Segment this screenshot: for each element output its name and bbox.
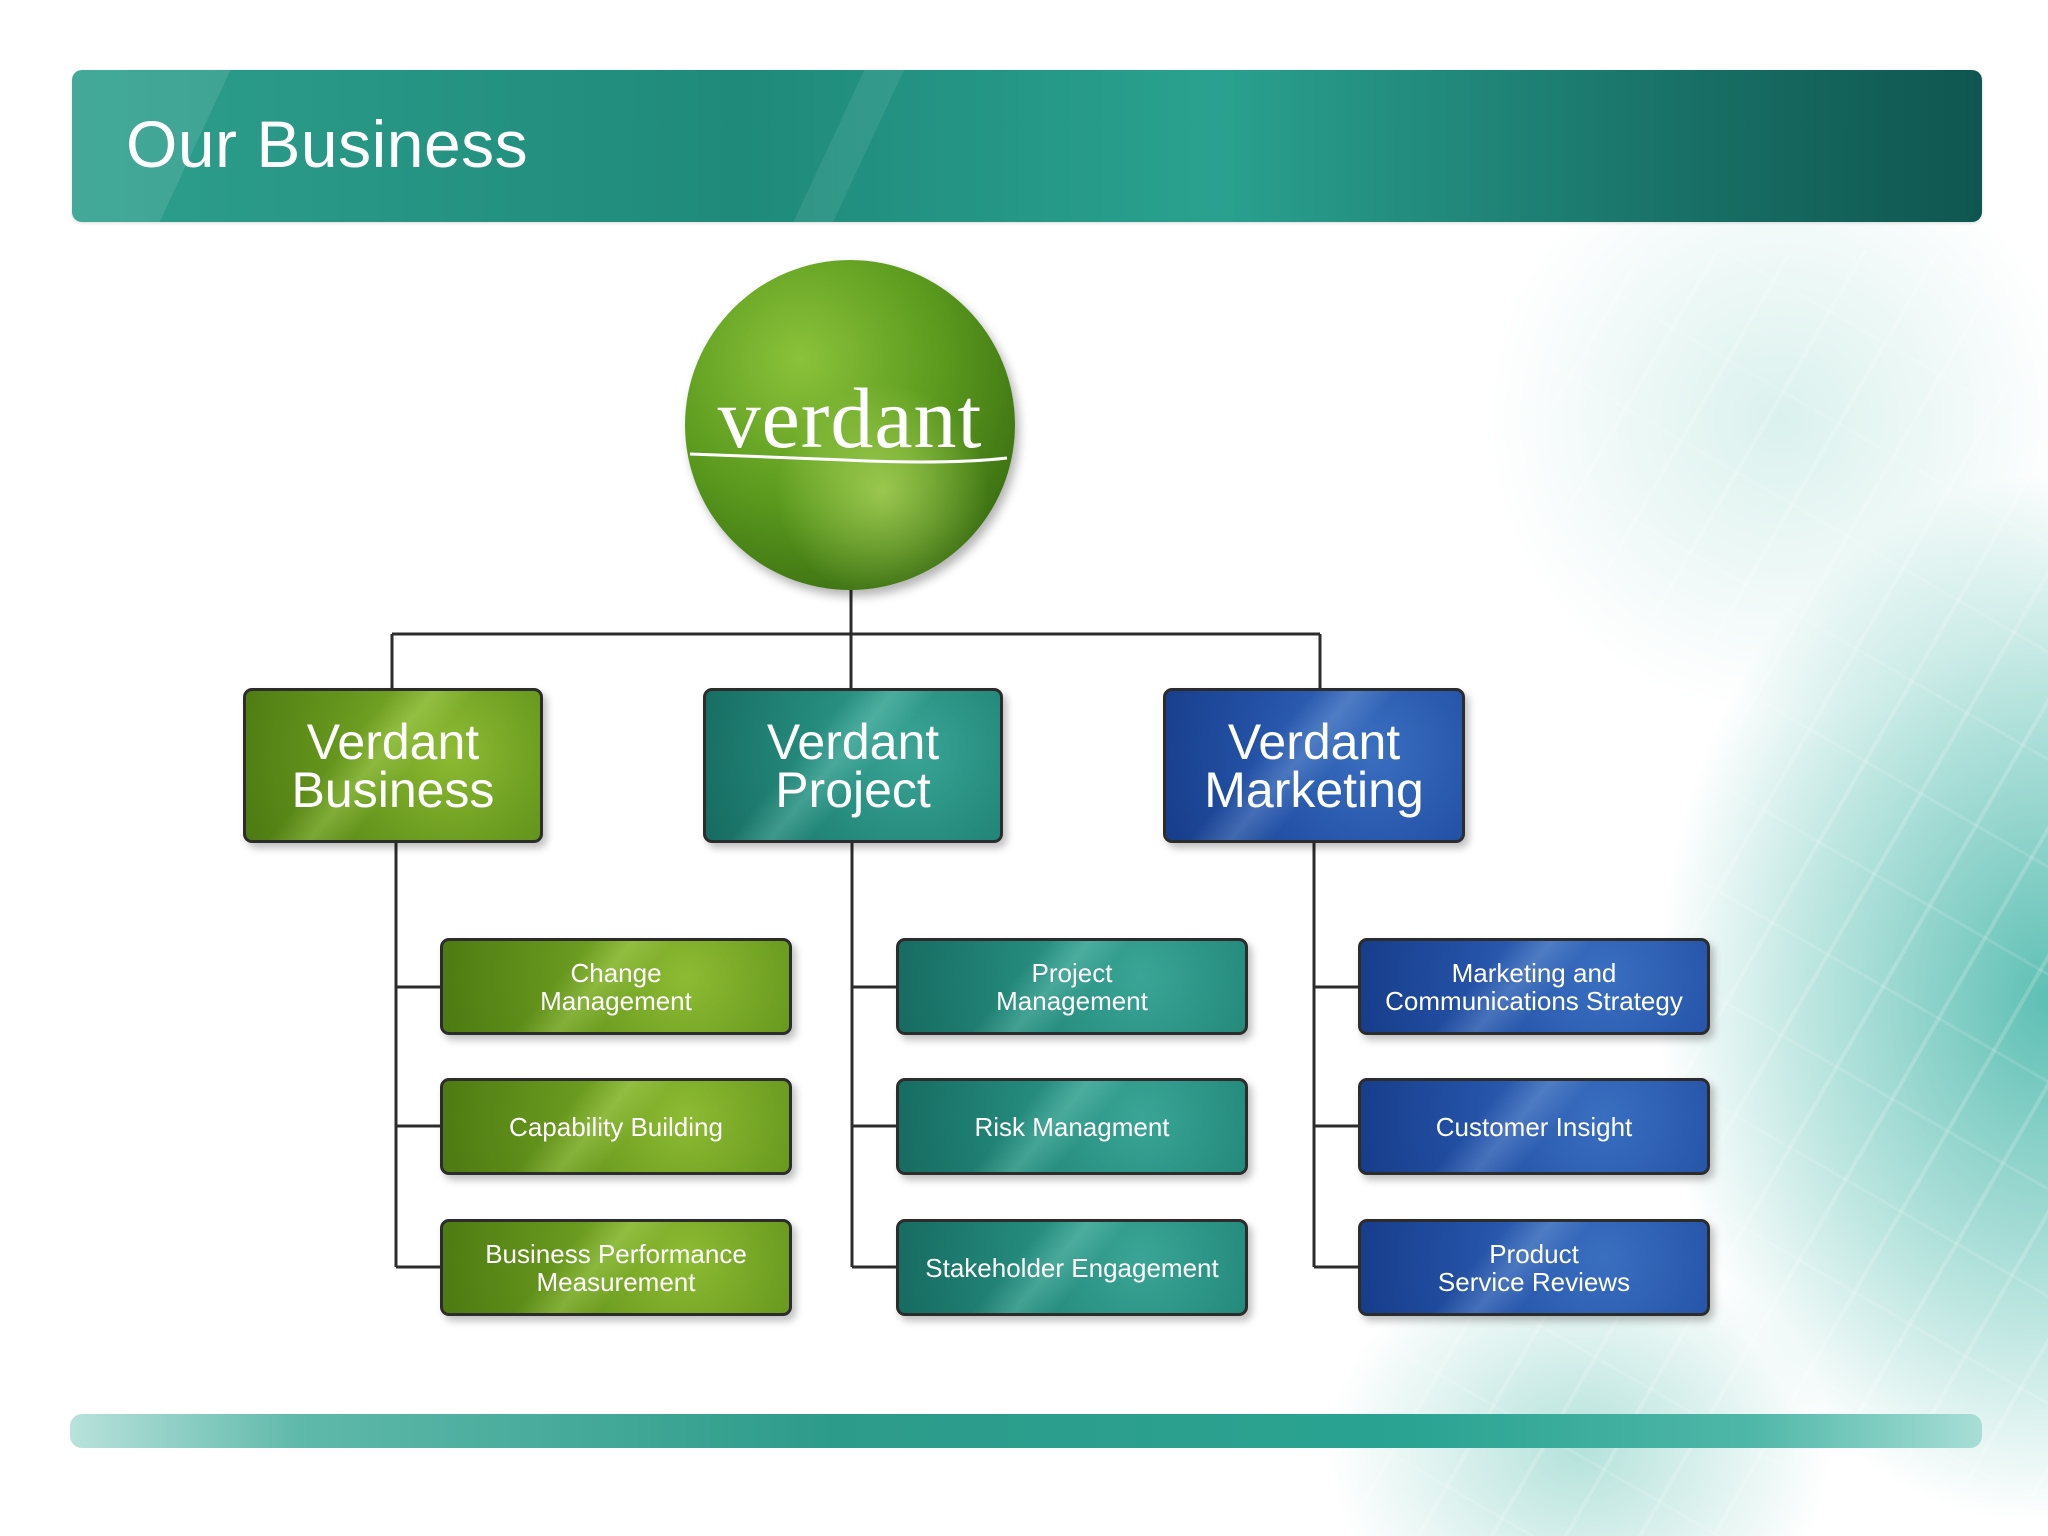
- footer-bar: [70, 1414, 1982, 1448]
- logo-swash-icon: [689, 452, 1008, 464]
- division-verdant-business[interactable]: Verdant Business: [243, 688, 543, 843]
- division-label: Verdant Project: [766, 713, 940, 818]
- service-label: Business Performance Measurement: [485, 1238, 747, 1297]
- service-label: Stakeholder Engagement: [925, 1252, 1219, 1283]
- service-product-service-reviews[interactable]: Product Service Reviews: [1358, 1219, 1710, 1316]
- division-label: Verdant Marketing: [1204, 713, 1424, 818]
- service-label: Marketing and Communications Strategy: [1385, 957, 1683, 1016]
- service-stakeholder-engagement[interactable]: Stakeholder Engagement: [896, 1219, 1248, 1316]
- service-change-management[interactable]: Change Management: [440, 938, 792, 1035]
- service-label: Project Management: [996, 957, 1148, 1016]
- service-label: Capability Building: [509, 1111, 723, 1142]
- service-label: Customer Insight: [1435, 1111, 1633, 1142]
- page-title: Our Business: [126, 107, 529, 181]
- service-project-management[interactable]: Project Management: [896, 938, 1248, 1035]
- service-label: Change Management: [540, 957, 692, 1016]
- header-bar: Our Business: [72, 70, 1982, 222]
- service-risk-managment[interactable]: Risk Managment: [896, 1078, 1248, 1175]
- verdant-logo: verdant: [685, 260, 1015, 590]
- logo-wordmark: verdant: [717, 370, 983, 466]
- division-verdant-project[interactable]: Verdant Project: [703, 688, 1003, 843]
- service-marketing-communications-strategy[interactable]: Marketing and Communications Strategy: [1358, 938, 1710, 1035]
- division-label: Verdant Business: [291, 713, 495, 818]
- service-label: Risk Managment: [974, 1111, 1170, 1142]
- division-verdant-marketing[interactable]: Verdant Marketing: [1163, 688, 1465, 843]
- service-business-performance-measurement[interactable]: Business Performance Measurement: [440, 1219, 792, 1316]
- service-customer-insight[interactable]: Customer Insight: [1358, 1078, 1710, 1175]
- service-capability-building[interactable]: Capability Building: [440, 1078, 792, 1175]
- service-label: Product Service Reviews: [1437, 1238, 1631, 1297]
